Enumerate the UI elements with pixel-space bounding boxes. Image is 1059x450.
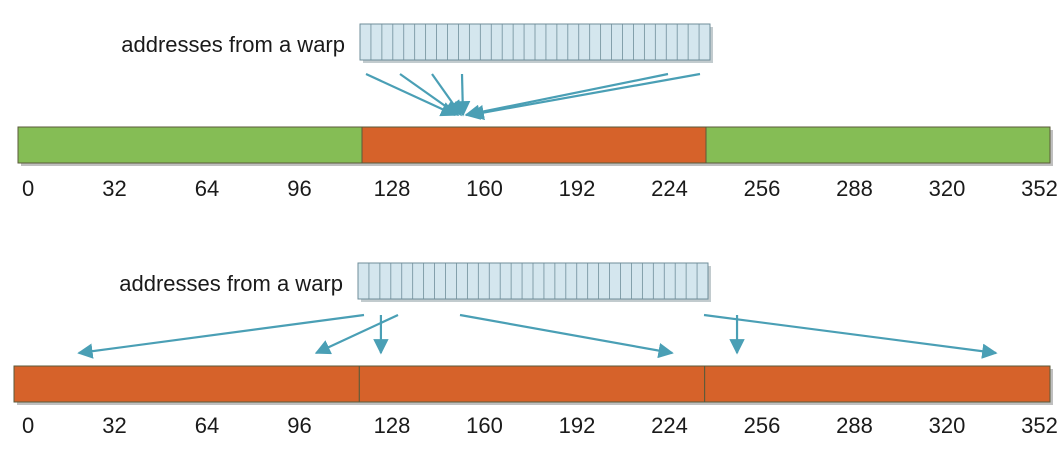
address-arrow <box>464 72 669 120</box>
warp-label: addresses from a warp <box>119 271 343 296</box>
memory-segment-green <box>705 126 1051 164</box>
tick-label-224: 224 <box>651 176 688 201</box>
warp-label: addresses from a warp <box>121 32 345 57</box>
tick-label-96: 96 <box>287 413 311 438</box>
address-axis: 0 32 64 96 128 160 192 224 256 288 320 352 <box>22 413 1058 438</box>
tick-label-64: 64 <box>195 176 219 201</box>
tick-label-320: 320 <box>929 176 966 201</box>
tick-label-128: 128 <box>374 413 411 438</box>
address-arrow <box>77 313 365 359</box>
memory-segments <box>17 126 1053 166</box>
address-arrow <box>314 314 399 355</box>
tick-label-0: 0 <box>22 176 34 201</box>
tick-label-160: 160 <box>466 413 503 438</box>
tick-label-96: 96 <box>287 176 311 201</box>
tick-label-0: 0 <box>22 413 34 438</box>
diagram-aligned-access: addresses from a warp 0 32 64 96 128 160 192 22… <box>17 23 1058 201</box>
memory-segment-green <box>17 126 363 164</box>
address-arrow <box>468 72 701 121</box>
tick-label-288: 288 <box>836 176 873 201</box>
tick-label-352: 352 <box>1021 176 1058 201</box>
warp-address-block <box>357 262 711 302</box>
address-arrows <box>365 72 701 121</box>
memory-segments <box>13 365 1053 405</box>
tick-label-288: 288 <box>836 413 873 438</box>
tick-label-128: 128 <box>374 176 411 201</box>
memory-segment-orange <box>361 126 707 164</box>
tick-label-32: 32 <box>102 176 126 201</box>
address-arrows <box>77 313 998 359</box>
address-arrow <box>459 313 674 359</box>
tick-label-256: 256 <box>744 413 781 438</box>
address-arrow <box>454 73 471 117</box>
diagram-misaligned-access: addresses from a warp 0 32 64 96 128 160 192 22… <box>13 262 1058 438</box>
tick-label-320: 320 <box>929 413 966 438</box>
memory-segment-orange <box>13 365 360 403</box>
warp-address-block <box>359 23 713 63</box>
tick-label-192: 192 <box>559 413 596 438</box>
address-arrow <box>431 73 462 117</box>
tick-label-224: 224 <box>651 413 688 438</box>
tick-label-352: 352 <box>1021 413 1058 438</box>
tick-label-192: 192 <box>559 176 596 201</box>
address-arrow <box>703 313 998 359</box>
tick-label-256: 256 <box>744 176 781 201</box>
memory-segment-orange <box>358 365 706 403</box>
memory-segment-orange <box>704 365 1051 403</box>
address-arrow <box>365 73 457 117</box>
address-axis: 0 32 64 96 128 160 192 224 256 288 320 352 <box>22 176 1058 201</box>
tick-label-64: 64 <box>195 413 219 438</box>
tick-label-160: 160 <box>466 176 503 201</box>
tick-label-32: 32 <box>102 413 126 438</box>
